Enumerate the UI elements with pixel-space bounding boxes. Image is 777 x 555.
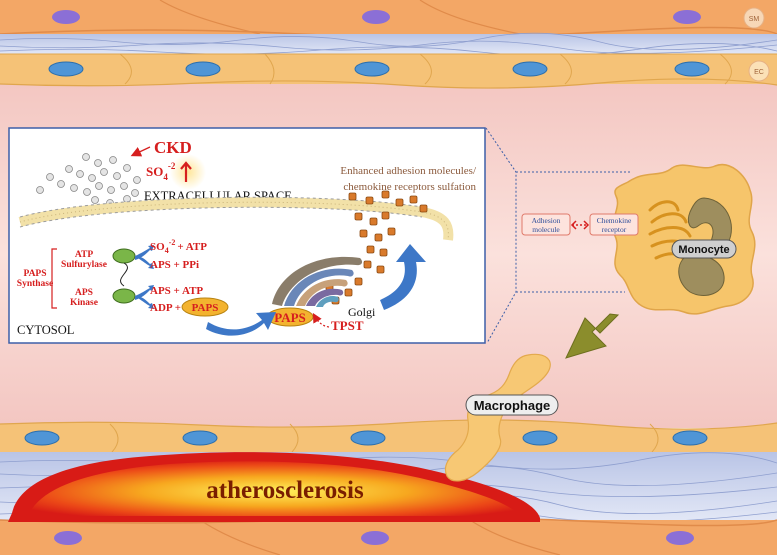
paps-synthase-bracket [51, 248, 57, 309]
differentiation-arrow [565, 313, 620, 359]
monocyte-badge [671, 239, 737, 259]
monocyte-label: Monocyte [678, 244, 729, 256]
sm-nucleus [54, 531, 82, 545]
chemokine-receptor-marker: Chemokine receptor [589, 213, 639, 236]
sm-nucleus [673, 10, 701, 24]
reaction1-reactants: SO4-2+ ATP [150, 238, 207, 255]
sulfate-label: SO4-2 [146, 161, 176, 182]
reaction1-products: APS + PPi [150, 259, 199, 271]
tpst-arrow [312, 312, 330, 328]
top-smooth-muscle-layer: SM [0, 0, 777, 39]
sm-nucleus [52, 10, 80, 24]
tpst-label: TPST [331, 318, 364, 333]
ec-nucleus [512, 61, 548, 77]
interaction-arrowheads [570, 220, 590, 230]
atherosclerotic-plaque: atherosclerosis [8, 452, 540, 522]
ckd-arrow [130, 146, 151, 157]
ckd-label: CKD [154, 138, 192, 157]
bottom-endothelium [0, 419, 777, 453]
ec-label: EC [754, 69, 764, 76]
ec-nucleus [674, 61, 710, 77]
golgi-label: Golgi [348, 305, 376, 319]
top-elastic-lamina [0, 32, 777, 57]
zoom-connector [485, 127, 517, 344]
ec-nucleus [672, 430, 708, 446]
sm-nucleus [361, 531, 389, 545]
ec-badge [748, 60, 770, 82]
paps-synthase-enzyme [112, 245, 154, 309]
paps-golgi-label: PAPS [274, 310, 306, 325]
monocyte-cell: Monocyte Adhesion molecule Chemokine rec… [521, 163, 756, 315]
paps-product-label: PAPS [192, 302, 219, 314]
reaction2-reactants: APS + ATP [150, 285, 203, 297]
sulfate-particles [36, 153, 141, 207]
ec-nucleus [24, 430, 60, 446]
sm-label: SM [749, 16, 760, 23]
svg-text:Adhesion: Adhesion [532, 216, 561, 225]
ec-nucleus [48, 61, 84, 77]
sulfate-glow [170, 154, 206, 190]
cell-membrane [18, 196, 454, 241]
svg-text:molecule: molecule [532, 225, 560, 234]
atp-sulfurylase-line2: Sulfurylase [61, 260, 107, 270]
atherosclerosis-label: atherosclerosis [206, 477, 364, 504]
transport-arrow [380, 244, 426, 310]
aps-kinase-line2: Kinase [70, 298, 98, 308]
macrophage-label: Macrophage [474, 398, 551, 413]
macrophage-badge [465, 394, 559, 416]
ec-nucleus [354, 61, 390, 77]
paps-synthase-line2: Synthase [17, 279, 53, 289]
svg-text:Chemokine: Chemokine [597, 216, 632, 225]
ec-nucleus [350, 430, 386, 446]
sm-nucleus [362, 10, 390, 24]
enhanced-sulfation-line2: chemokine receptors sulfation [343, 181, 476, 193]
sulfation-inset-panel: CKD SO4-2 EXTRACELLULAR SPACE Enhanced a… [8, 127, 486, 344]
macrophage: Macrophage [444, 353, 559, 482]
aps-kinase-line1: APS [75, 288, 93, 298]
paps-synthase-line1: PAPS [23, 269, 46, 279]
increase-arrow-icon [180, 161, 192, 182]
atp-sulfurylase-line1: ATP [75, 250, 93, 260]
organelles [648, 200, 692, 262]
svg-text:receptor: receptor [602, 225, 627, 234]
sm-nucleus [666, 531, 694, 545]
ec-nucleus [182, 430, 218, 446]
enhanced-sulfation-line1: Enhanced adhesion molecules/ [340, 165, 477, 177]
paps-product-badge [181, 297, 229, 317]
reaction2-products-prefix: ADP + [150, 302, 181, 314]
adhesion-molecule-marker: Adhesion molecule [521, 213, 571, 236]
bottom-smooth-muscle-layer [0, 516, 777, 555]
ec-nucleus [185, 61, 221, 77]
top-endothelium: EC [0, 53, 777, 89]
sm-badge [743, 7, 765, 29]
golgi-apparatus [272, 256, 363, 307]
cytosol-label: CYTOSOL [17, 323, 74, 337]
paps-transport-arrow [206, 312, 276, 336]
ec-nucleus [522, 430, 558, 446]
